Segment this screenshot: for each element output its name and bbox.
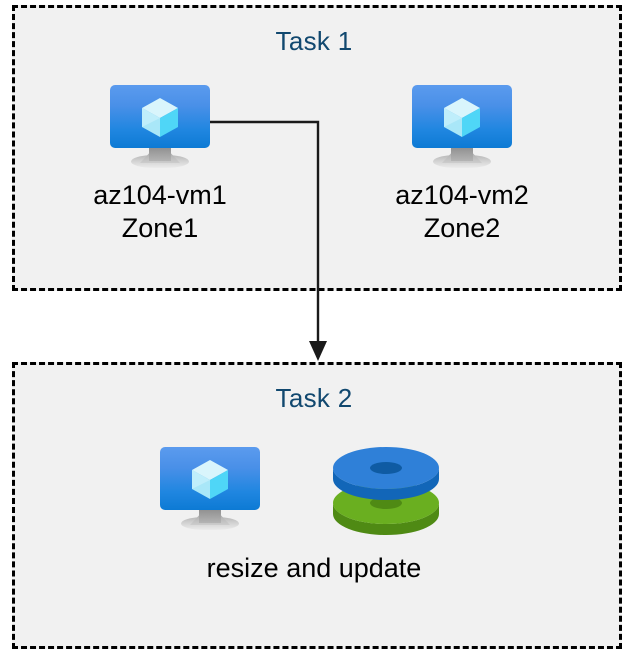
azure-disk-icon[interactable] (330, 443, 442, 535)
monitor-neck (199, 509, 221, 523)
azure-vm-icon (412, 85, 512, 168)
cube-icon (444, 98, 480, 137)
task-1-title: Task 1 (275, 26, 353, 56)
task-2-caption: resize and update (206, 553, 422, 583)
node-az104-vm1[interactable]: az104-vm1 Zone1 (60, 85, 260, 245)
monitor-neck (451, 147, 473, 161)
node-az104-vm2[interactable]: az104-vm2 Zone2 (362, 85, 562, 245)
connector-arrowhead (309, 341, 327, 361)
disk-platter-blue (333, 447, 439, 500)
node-task2-vm[interactable] (110, 447, 310, 530)
azure-vm-icon (160, 447, 260, 530)
node-label-az104-vm1: az104-vm1 Zone1 (93, 180, 227, 243)
monitor-neck (149, 147, 171, 161)
node-label-az104-vm2: az104-vm2 Zone2 (395, 180, 529, 243)
cube-icon (192, 460, 228, 499)
task-2-title: Task 2 (275, 383, 353, 413)
task-2-container (12, 362, 622, 649)
cube-icon (142, 98, 178, 137)
azure-vm-icon (110, 85, 210, 168)
